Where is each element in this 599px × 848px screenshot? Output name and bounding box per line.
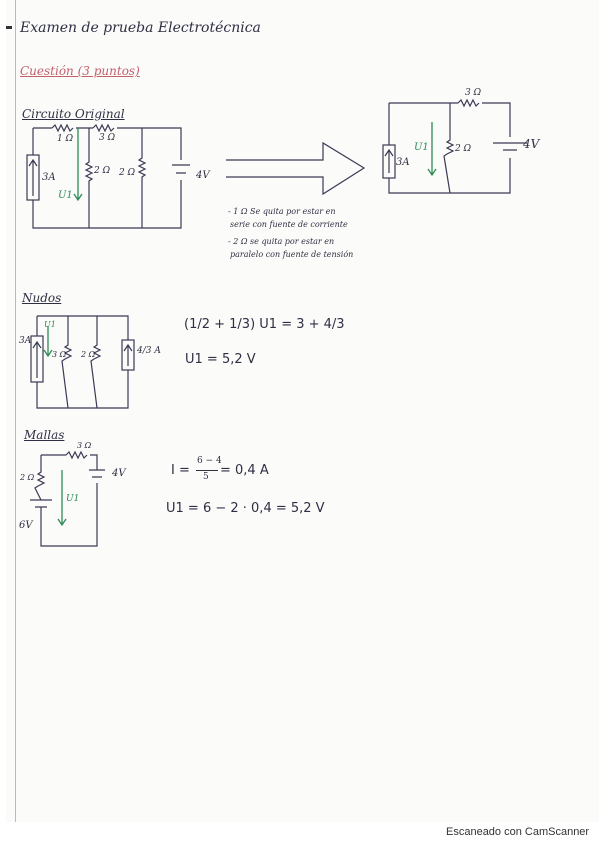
label-r1: 1 Ω xyxy=(57,134,74,144)
original-circuit xyxy=(26,123,190,229)
mallas-eq1-den: 5 xyxy=(203,472,209,482)
label-u1: U1 xyxy=(58,190,73,201)
mallas-r3: 3 Ω xyxy=(77,441,92,450)
circuit-original-heading: Circuito Original xyxy=(22,107,125,121)
resistor-2ohm-b xyxy=(137,128,147,228)
camscanner-footer: Escaneado con CamScanner xyxy=(446,826,590,838)
mallas-eq1-rhs: = 0,4 A xyxy=(220,463,269,478)
nudos-source-i: 3A xyxy=(19,336,32,346)
u1-arrow-reduced xyxy=(427,122,437,177)
question-heading: Cuestión (3 puntos) xyxy=(20,64,140,78)
mallas-circuit xyxy=(30,450,105,547)
label-source-v: 4V xyxy=(196,170,210,181)
label-r3: 3 Ω xyxy=(99,133,116,143)
resistor-3ohm-mallas xyxy=(65,450,88,460)
page-title: Examen de prueba Electrotécnica xyxy=(20,20,261,36)
equivalent-source-nudos xyxy=(121,339,135,371)
note-line-1a: - 1 Ω Se quita por estar en xyxy=(228,207,336,216)
resistor-2ohm-a xyxy=(84,128,94,228)
note-line-2a: - 2 Ω se quita por estar en xyxy=(228,237,335,246)
mallas-v6: 6V xyxy=(19,520,33,531)
margin-tick xyxy=(6,26,12,29)
margin-line xyxy=(15,0,16,822)
nudos-heading: Nudos xyxy=(22,291,62,305)
note-line-2b: paralelo con fuente de tensión xyxy=(230,250,354,259)
u1-arrow-mallas xyxy=(57,470,67,527)
voltage-source-6v xyxy=(30,483,98,547)
resistor-3ohm-reduced xyxy=(457,98,480,108)
reduced-circuit xyxy=(382,98,527,194)
fraction-bar xyxy=(196,470,218,471)
mallas-equation-2: U1 = 6 − 2 · 0,4 = 5,2 V xyxy=(166,501,325,516)
u1-arrow-nudos xyxy=(43,326,53,358)
mallas-v4: 4V xyxy=(112,468,126,479)
voltage-source-reduced xyxy=(493,142,527,151)
voltage-source-4v xyxy=(89,469,105,478)
label-r2b: 2 Ω xyxy=(119,168,136,178)
scanned-page xyxy=(6,0,599,822)
label-u1-reduced: U1 xyxy=(414,142,429,153)
label-r2a: 2 Ω xyxy=(94,166,111,176)
note-line-1b: serie con fuente de corriente xyxy=(230,220,348,229)
voltage-source-original xyxy=(172,164,190,174)
label-source-v-reduced: 4V xyxy=(523,137,540,151)
mallas-eq1-lhs: I = xyxy=(171,463,190,478)
resistor-2ohm-nudos xyxy=(90,316,102,409)
transform-arrow xyxy=(226,141,366,196)
label-source-i-reduced: 3A xyxy=(396,157,410,168)
label-r2-reduced: 2 Ω xyxy=(455,144,472,154)
resistor-3ohm xyxy=(92,123,115,133)
nudos-circuit xyxy=(30,315,135,409)
nudos-r2: 2 Ω xyxy=(81,350,96,359)
mallas-eq1-num: 6 − 4 xyxy=(197,456,222,466)
u1-arrow-original xyxy=(73,128,83,202)
mallas-u1: U1 xyxy=(66,494,80,504)
resistor-2ohm-reduced xyxy=(443,103,455,194)
resistor-2ohm-mallas xyxy=(34,455,46,501)
label-source-i: 3A xyxy=(42,172,56,183)
mallas-r2: 2 Ω xyxy=(20,473,35,482)
nudos-u1: U1 xyxy=(44,320,56,329)
nudos-equation-2: U1 = 5,2 V xyxy=(185,352,256,367)
nudos-r3: 3 Ω xyxy=(52,350,67,359)
resistor-3ohm-nudos xyxy=(61,316,73,409)
mallas-heading: Mallas xyxy=(24,428,65,442)
nudos-equation-1: (1/2 + 1/3) U1 = 3 + 4/3 xyxy=(184,317,345,332)
resistor-1ohm xyxy=(51,123,74,133)
label-r3-reduced: 3 Ω xyxy=(465,88,482,98)
nudos-source-eq: 4/3 A xyxy=(137,346,161,356)
